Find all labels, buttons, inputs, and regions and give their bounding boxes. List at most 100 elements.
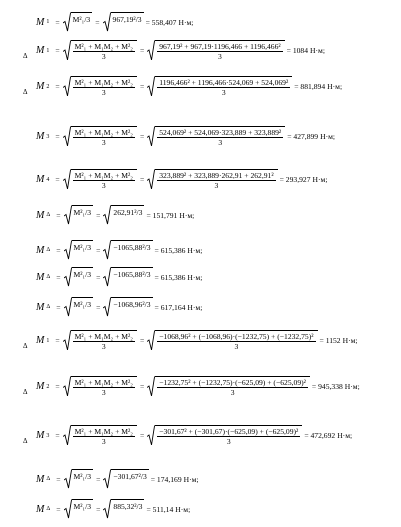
radical-sign — [64, 205, 72, 225]
fraction-denominator: 3 — [101, 88, 106, 97]
fraction-numerator: −1232,75² + (−1232,75)·(−625,09) + (−625… — [157, 378, 308, 388]
moment-symbol: M — [36, 381, 45, 392]
moment-symbol: M — [36, 81, 45, 92]
fraction-denominator: 3 — [221, 88, 226, 97]
radical-sign — [64, 297, 72, 317]
unit-label: Н·м; — [312, 175, 328, 184]
equals-sign: = — [56, 210, 61, 220]
moment-subscript: 2 — [46, 383, 50, 390]
sqrt-general: M²₁/3 — [64, 297, 94, 317]
sqrt-body: 885,32²/3 — [111, 499, 145, 519]
fraction: −1232,75² + (−1232,75)·(−625,09) + (−625… — [157, 378, 308, 397]
sqrt-body: M²₁/3 — [71, 499, 94, 519]
equals-sign: = — [96, 474, 101, 484]
radical-sign — [63, 12, 71, 32]
sqrt-numeric: −1065,88²/3 — [103, 240, 153, 260]
unit-label: Н·м; — [187, 272, 203, 282]
sqrt-numeric: 885,32²/3 — [103, 499, 145, 519]
radical-sign — [103, 297, 111, 317]
result-value: = 945,338 — [311, 382, 343, 391]
sqrt-body: −1065,88²/3 — [111, 267, 153, 287]
delta-marker: Δ — [23, 88, 28, 96]
moment-symbol: M — [36, 473, 45, 485]
fraction-denominator: 3 — [101, 138, 106, 147]
equals-sign: = — [56, 302, 61, 312]
equals-sign: = — [55, 175, 60, 184]
fraction-denominator: 3 — [226, 437, 231, 446]
fraction-numerator: 967,19² + 967,19·1196,466 + 1196,466² — [157, 42, 283, 52]
fraction-numerator: 323,889² + 323,889·262,91 + 262,91² — [157, 171, 276, 181]
moment-symbol: M — [36, 244, 45, 256]
sqrt-general: M²₁/3 — [64, 205, 94, 225]
sqrt-numeric: −1068,96² + (−1068,96)·(−1232,75) + (−12… — [147, 330, 318, 351]
radical-sign — [63, 76, 71, 97]
unit-label: Н·м; — [320, 132, 336, 141]
fraction-numerator: M²₁ + M₁M₂ + M²₂ — [72, 42, 135, 52]
moment-symbol: M — [36, 503, 45, 515]
equals-sign: = — [56, 504, 61, 514]
sqrt-general: M²₁/3 — [63, 12, 93, 32]
delta-marker: Δ — [23, 52, 28, 60]
moment-symbol: M — [36, 45, 45, 56]
equals-sign: = — [139, 175, 145, 184]
unit-label: Н·м; — [178, 17, 194, 27]
fraction-numerator: M²₁ + M₁M₂ + M²₂ — [72, 78, 135, 88]
sqrt-numeric: 262,91²/3 — [103, 205, 145, 225]
fraction-denominator: 3 — [101, 342, 106, 351]
moment-symbol: M — [36, 430, 45, 441]
fraction-denominator: 3 — [101, 388, 106, 397]
result-value: = 1084 — [286, 46, 309, 55]
equals-sign: = — [139, 132, 145, 141]
unit-label: Н·м; — [310, 46, 325, 55]
sqrt-numeric: −301,67²/3 — [103, 469, 149, 489]
moment-subscript: Δ — [46, 212, 51, 218]
moment-subscript: Δ — [46, 506, 51, 512]
moment-symbol: M — [36, 301, 45, 313]
radical-sign — [147, 169, 155, 190]
fraction-denominator: 3 — [234, 342, 239, 351]
fraction-numerator: 524,069² + 524,069·323,889 + 323,889² — [157, 128, 284, 138]
radical-sign — [147, 376, 155, 397]
equals-sign: = — [55, 82, 60, 91]
moment-symbol: M — [36, 131, 45, 142]
equals-sign: = — [55, 46, 60, 55]
delta-marker: Δ — [23, 388, 28, 396]
equals-sign: = — [55, 132, 60, 141]
sqrt-numeric: −1232,75² + (−1232,75)·(−625,09) + (−625… — [147, 376, 310, 397]
sqrt-body: M²₁/3 — [71, 469, 94, 489]
fraction-numerator: M²₁ + M₁M₂ + M²₂ — [72, 427, 135, 437]
unit-label: Н·м; — [183, 474, 199, 484]
moment-symbol: M — [36, 16, 45, 28]
moment-subscript: Δ — [46, 274, 51, 280]
radical-sign — [64, 469, 72, 489]
radical-sign — [147, 76, 155, 97]
moment-subscript: 2 — [46, 83, 50, 90]
unit-label: Н·м; — [179, 210, 195, 220]
radical-sign — [64, 267, 72, 287]
moment-subscript: 1 — [46, 47, 50, 54]
fraction-denominator: 3 — [101, 181, 106, 190]
fraction-numerator: M²₁ + M₁M₂ + M²₂ — [72, 128, 135, 138]
